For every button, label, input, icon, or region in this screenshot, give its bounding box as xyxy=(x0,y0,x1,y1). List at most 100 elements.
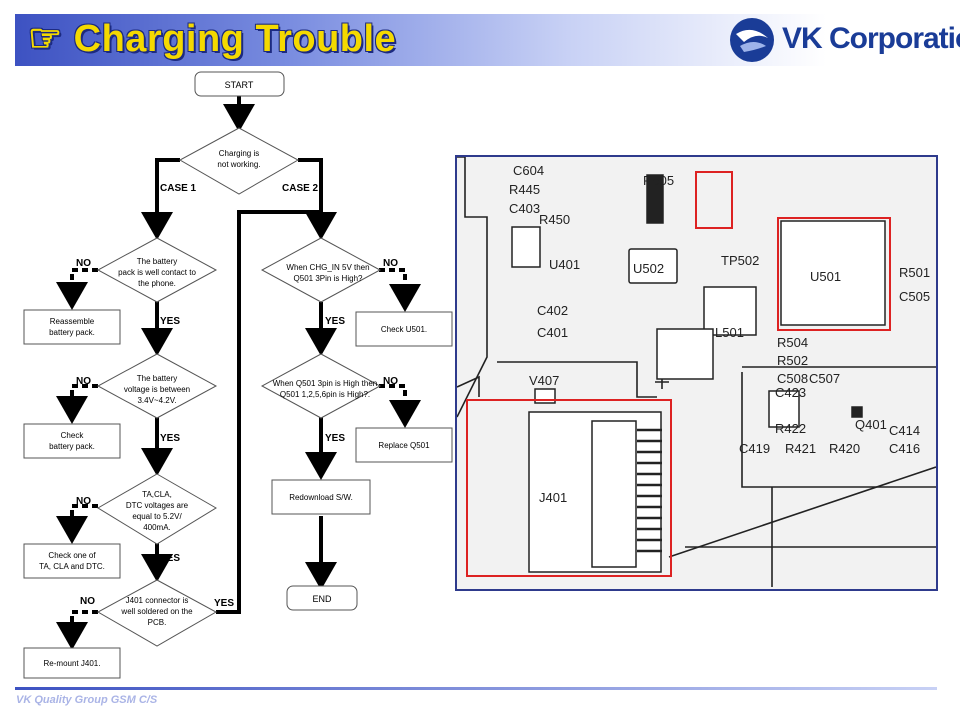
svg-text:NO: NO xyxy=(80,596,95,607)
svg-text:DTC voltages are: DTC voltages are xyxy=(126,501,189,510)
end-node xyxy=(286,585,358,611)
decision-ta-cla-dtc xyxy=(97,473,217,545)
svg-text:Re-mount J401.: Re-mount J401. xyxy=(44,659,101,668)
svg-text:The battery: The battery xyxy=(137,374,177,383)
action-check-u501 xyxy=(355,311,453,347)
decision-q501 xyxy=(260,353,382,419)
svg-text:NO: NO xyxy=(76,258,91,269)
action-remount xyxy=(23,647,121,679)
svg-text:C403: C403 xyxy=(509,201,540,216)
pcb-drawing: C604 R445 C403 R450 R505 TP502 U401 U502… xyxy=(457,157,936,587)
svg-text:not working.: not working. xyxy=(217,160,260,169)
svg-text:NO: NO xyxy=(76,496,91,507)
svg-text:J401 connector is: J401 connector is xyxy=(126,596,189,605)
svg-text:YES: YES xyxy=(325,316,345,327)
svg-text:C414: C414 xyxy=(889,423,920,438)
svg-text:Q501 3Pin is High?: Q501 3Pin is High? xyxy=(294,274,363,283)
svg-text:R450: R450 xyxy=(539,212,570,227)
action-reassemble xyxy=(23,309,121,345)
highlight-q501 xyxy=(695,171,733,229)
svg-text:TA,CLA,: TA,CLA, xyxy=(142,490,172,499)
svg-text:NO: NO xyxy=(383,376,398,387)
case1-label: CASE 1 xyxy=(160,183,197,194)
svg-text:the phone.: the phone. xyxy=(138,279,176,288)
highlight-u501 xyxy=(777,217,891,331)
svg-text:C423: C423 xyxy=(775,385,806,400)
svg-text:C416: C416 xyxy=(889,441,920,456)
decision-battery-contact xyxy=(96,237,218,303)
case2-label: CASE 2 xyxy=(282,183,319,194)
title-bar xyxy=(15,14,937,66)
action-redownload xyxy=(271,479,371,515)
decision-chg-in xyxy=(260,237,382,303)
pcb-layout-image: C604 R445 C403 R450 R505 TP502 U401 U502… xyxy=(455,155,938,591)
svg-text:V407: V407 xyxy=(529,373,559,388)
svg-text:R420: R420 xyxy=(829,441,860,456)
svg-text:TA, CLA and DTC.: TA, CLA and DTC. xyxy=(39,562,105,571)
svg-text:YES: YES xyxy=(160,553,180,564)
svg-text:YES: YES xyxy=(325,433,345,444)
svg-text:Reassemble: Reassemble xyxy=(50,317,95,326)
svg-text:R445: R445 xyxy=(509,182,540,197)
svg-text:R421: R421 xyxy=(785,441,816,456)
svg-text:equal to 5.2V/: equal to 5.2V/ xyxy=(132,512,182,521)
svg-text:voltage is between: voltage is between xyxy=(124,385,190,394)
svg-text:Replace Q501: Replace Q501 xyxy=(378,441,430,450)
svg-text:battery pack.: battery pack. xyxy=(49,328,95,337)
decision-j401 xyxy=(96,579,218,647)
decision-battery-voltage xyxy=(96,353,218,419)
svg-text:3.4V~4.2V.: 3.4V~4.2V. xyxy=(137,396,176,405)
svg-text:PCB.: PCB. xyxy=(148,618,167,627)
svg-text:NO: NO xyxy=(383,258,398,269)
svg-text:Charging is: Charging is xyxy=(219,149,259,158)
svg-text:Q501 1,2,5,6pin is High?.: Q501 1,2,5,6pin is High?. xyxy=(280,390,370,399)
svg-text:C604: C604 xyxy=(513,163,544,178)
start-node xyxy=(194,71,285,97)
start-label: START xyxy=(225,80,254,90)
svg-text:NO: NO xyxy=(76,376,91,387)
svg-text:R501: R501 xyxy=(899,265,930,280)
svg-text:battery pack.: battery pack. xyxy=(49,442,95,451)
footer-divider xyxy=(15,687,937,690)
svg-text:When Q501 3pin is High then: When Q501 3pin is High then xyxy=(273,379,378,388)
svg-text:Check U501.: Check U501. xyxy=(381,325,427,334)
company-name: VK Corporation xyxy=(782,22,960,55)
svg-text:C401: C401 xyxy=(537,325,568,340)
svg-text:Redownload S/W.: Redownload S/W. xyxy=(289,493,353,502)
svg-text:well soldered on the: well soldered on the xyxy=(120,607,193,616)
svg-text:R504: R504 xyxy=(777,335,808,350)
page-title: ☞ Charging Trouble xyxy=(28,18,397,60)
svg-text:Check: Check xyxy=(61,431,85,440)
action-replace-q501 xyxy=(355,427,453,463)
end-label: END xyxy=(312,594,332,604)
svg-text:C419: C419 xyxy=(739,441,770,456)
svg-text:L501: L501 xyxy=(715,325,744,340)
svg-text:C507: C507 xyxy=(809,371,840,386)
svg-text:J401: J401 xyxy=(539,490,567,505)
vk-logo-icon xyxy=(730,18,774,62)
svg-text:Q401: Q401 xyxy=(855,417,887,432)
svg-text:The battery: The battery xyxy=(137,257,177,266)
highlight-j401 xyxy=(466,399,672,577)
footer-text: VK Quality Group GSM C/S xyxy=(16,694,158,706)
svg-text:YES: YES xyxy=(214,598,234,609)
svg-text:R422: R422 xyxy=(775,421,806,436)
svg-text:C505: C505 xyxy=(899,289,930,304)
svg-text:C508: C508 xyxy=(777,371,808,386)
action-check-ta xyxy=(23,543,121,579)
svg-text:YES: YES xyxy=(160,433,180,444)
svg-text:U401: U401 xyxy=(549,257,580,272)
action-check-battery xyxy=(23,423,121,459)
svg-text:pack is well contact to: pack is well contact to xyxy=(118,268,196,277)
svg-text:R505: R505 xyxy=(643,173,674,188)
svg-text:Check one of: Check one of xyxy=(48,551,96,560)
svg-text:U502: U502 xyxy=(633,261,664,276)
svg-text:When CHG_IN 5V then: When CHG_IN 5V then xyxy=(286,263,369,272)
svg-text:U501: U501 xyxy=(810,269,841,284)
svg-text:YES: YES xyxy=(160,316,180,327)
svg-text:R502: R502 xyxy=(777,353,808,368)
svg-text:400mA.: 400mA. xyxy=(143,523,171,532)
svg-text:C402: C402 xyxy=(537,303,568,318)
decision-charging xyxy=(178,127,300,195)
